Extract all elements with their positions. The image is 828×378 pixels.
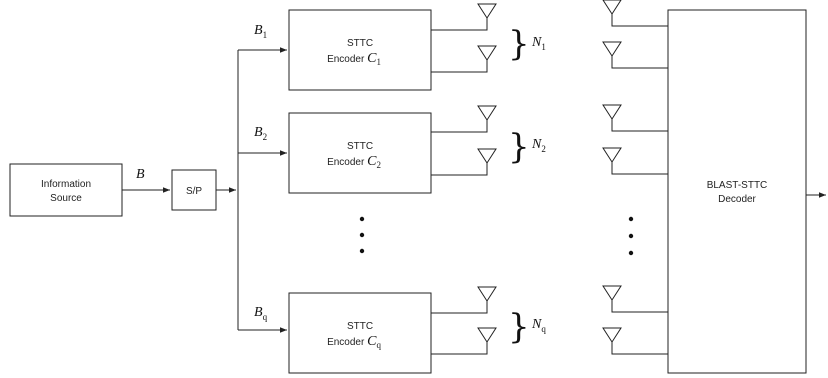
- rx-antennas: [602, 0, 668, 355]
- encoder-1-line1: STTC: [347, 38, 373, 49]
- tx-antenna-icon: [477, 148, 497, 164]
- rx-antenna-icon: [602, 104, 622, 120]
- tx-antenna-icon: [477, 286, 497, 302]
- tx-antenna-icon: [477, 105, 497, 121]
- rx-antenna-icon: [602, 0, 622, 15]
- encoder-2-line2: Encoder C2: [327, 154, 381, 170]
- branch-label-1: B1: [254, 23, 267, 40]
- encoder-block-1: STTC Encoder C1: [288, 9, 432, 91]
- information-source-line1: Information: [41, 179, 91, 190]
- encoder-block-q: STTC Encoder Cq: [288, 292, 432, 374]
- decoder-line1: BLAST-STTC: [707, 180, 768, 191]
- rx-antenna-icon: [602, 41, 622, 57]
- branch-label-q: Bq: [254, 305, 268, 322]
- encoder-block-2: STTC Encoder C2: [288, 112, 432, 194]
- antenna-count-1: N1: [531, 35, 546, 52]
- encoder-q-line2: Encoder Cq: [327, 334, 381, 350]
- sp-label: S/P: [186, 186, 202, 197]
- sp-block: S/P: [171, 169, 217, 211]
- tx-antenna-icon: [477, 45, 497, 61]
- information-source-block: Information Source: [9, 163, 123, 217]
- tx-antennas-2: [431, 105, 497, 176]
- tx-antennas-q: [431, 286, 497, 355]
- brace-2: }: [508, 127, 530, 167]
- rx-antenna-icon: [602, 285, 622, 301]
- rx-antenna-icon: [602, 147, 622, 163]
- branch-label-2: B2: [254, 125, 267, 142]
- rx-ellipsis: [628, 216, 634, 256]
- decoder-line2: Decoder: [718, 194, 756, 205]
- decoder-block: BLAST-STTC Decoder: [667, 9, 807, 374]
- brace-1: }: [508, 24, 530, 64]
- tx-antennas-1: [431, 3, 497, 73]
- input-symbol-b: B: [136, 167, 145, 182]
- antenna-count-q: Nq: [531, 317, 546, 334]
- encoder-2-line1: STTC: [347, 141, 373, 152]
- information-source-line2: Source: [50, 193, 82, 204]
- tx-antenna-icon: [477, 3, 497, 19]
- rx-antenna-icon: [602, 327, 622, 343]
- encoder-q-line1: STTC: [347, 321, 373, 332]
- brace-q: }: [508, 307, 530, 347]
- encoder-ellipsis: [359, 216, 365, 254]
- tx-antenna-icon: [477, 327, 497, 343]
- encoder-1-line2: Encoder C1: [327, 51, 381, 67]
- antenna-count-2: N2: [531, 137, 546, 154]
